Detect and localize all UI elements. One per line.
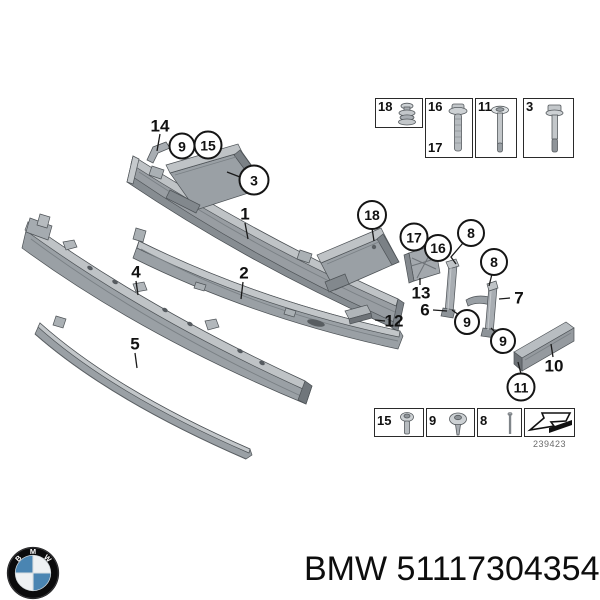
callout-8b: 8 [480, 248, 508, 276]
washer-head-bolt-icon [491, 105, 509, 153]
pin-icon [507, 412, 513, 434]
fastener-cell-9: 9 [426, 408, 475, 437]
direction-arrow-icon [527, 412, 572, 433]
hex-flange-bolt-icon [545, 104, 564, 153]
flange-bolt-icon [448, 103, 468, 152]
callout-1: 1 [240, 204, 250, 224]
callout-7: 7 [514, 288, 524, 308]
callout-13: 13 [411, 283, 431, 303]
bmw-roundel-logo: B M W [6, 546, 60, 600]
fastener-cell-8: 8 [477, 408, 522, 437]
fastener-label-8: 8 [480, 413, 488, 428]
callout-3: 3 [238, 164, 270, 196]
callout-16: 16 [424, 234, 452, 262]
callout-4: 4 [131, 262, 141, 282]
fastener-label-9: 9 [429, 413, 437, 428]
callout-8a: 8 [457, 219, 485, 247]
fastener-cell-16-17: 16 17 [425, 98, 473, 158]
fastener-cell-arrow [524, 408, 575, 437]
part-number-title: BMW 51117304354 [304, 550, 600, 588]
fastener-label-11: 11 [478, 99, 492, 114]
callout-14: 14 [150, 116, 170, 136]
callout-6: 6 [420, 300, 430, 320]
right-crash-box [316, 227, 400, 293]
callout-9b: 9 [454, 309, 480, 335]
side-support-bar-10 [513, 321, 575, 372]
expanding-rivet-icon [398, 102, 416, 126]
callout-11: 11 [506, 372, 536, 402]
fastener-label-16: 16 [428, 99, 443, 114]
fastener-label-18: 18 [378, 99, 393, 114]
callout-10: 10 [544, 356, 564, 376]
lower-absorber-strip [34, 315, 253, 460]
callout-18: 18 [357, 200, 387, 230]
callout-2: 2 [239, 263, 249, 283]
leader-lines [134, 133, 554, 375]
fastener-label-17: 17 [428, 140, 443, 155]
callout-9: 9 [168, 132, 196, 160]
fastener-cell-3: 3 [523, 98, 574, 158]
spacer-12 [344, 304, 373, 325]
drawing-code: 239423 [533, 439, 567, 449]
callout-5: 5 [130, 334, 140, 354]
fastener-cell-11: 11 [475, 98, 517, 158]
logo-letter-m: M [30, 547, 36, 556]
upper-absorber-beam [21, 213, 313, 405]
fastener-cell-18: 18 [375, 98, 423, 128]
fastener-label-3: 3 [526, 99, 534, 114]
callout-12: 12 [384, 311, 404, 331]
oval-head-screw-icon [449, 412, 467, 436]
callout-9c: 9 [490, 328, 516, 354]
fastener-cell-15: 15 [374, 408, 424, 437]
upper-reinforcement-beam [132, 227, 404, 350]
callout-15: 15 [193, 130, 223, 160]
logo-letter-b: B [13, 553, 24, 564]
pan-head-screw-icon [400, 412, 414, 435]
support-strut-6 [440, 258, 460, 319]
fastener-label-15: 15 [377, 413, 392, 428]
